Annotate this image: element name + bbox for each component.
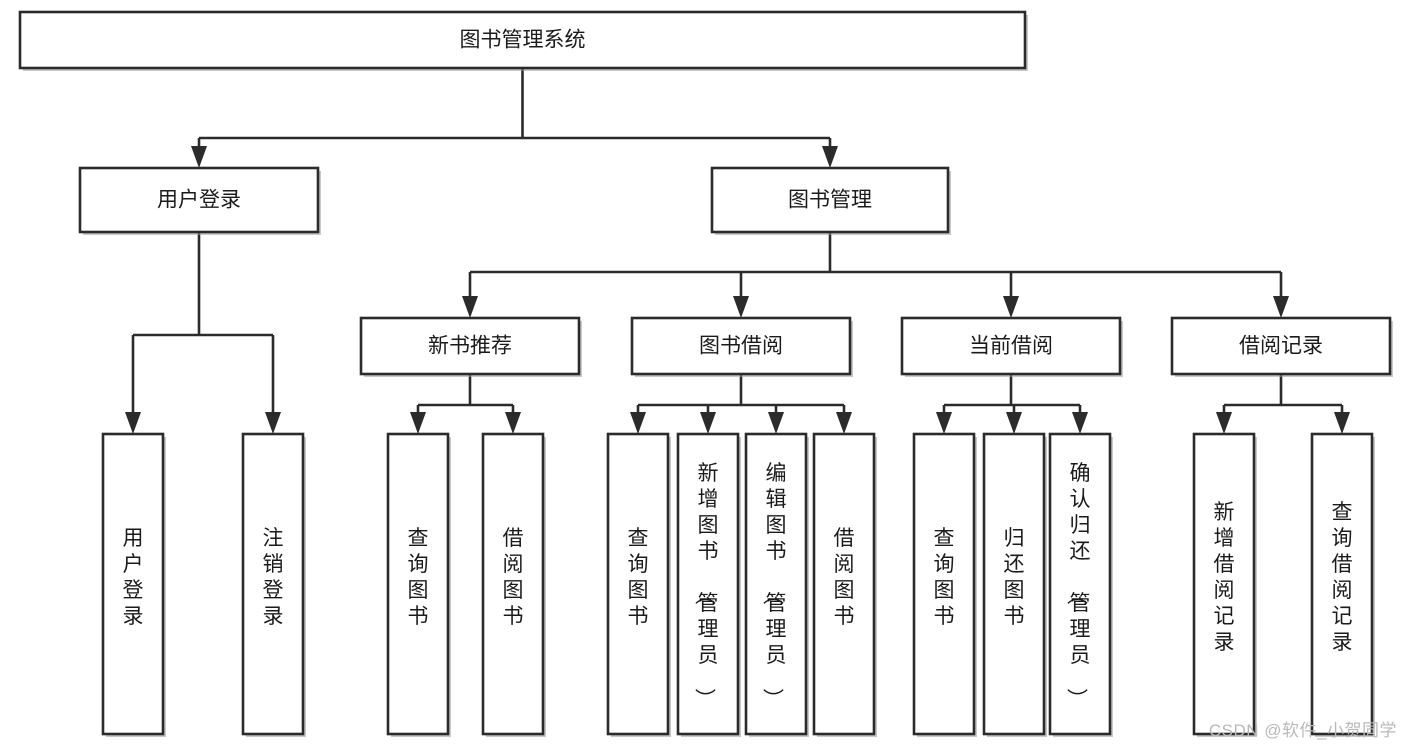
arrow-head-icon [700,412,716,434]
arrow-head-icon [1216,412,1232,434]
node-leaf-borrow-book-2[interactable]: 借阅图书 [812,432,877,737]
node-leaf-query-book-2[interactable]: 查询图书 [606,432,671,737]
node-leaf-user-login[interactable]: 用户登录 [101,432,166,737]
node-rect[interactable] [359,316,581,376]
arrow-head-icon [822,146,838,168]
arrow-head-icon [836,412,852,434]
arrow-head-icon [630,412,646,434]
node-new-book-rec[interactable]: 新书推荐 [359,316,582,377]
node-leaf-borrow-book-1[interactable]: 借阅图书 [481,432,546,737]
node-rect[interactable] [1048,432,1112,736]
node-label: 新增图书（管理员） [693,462,719,709]
node-rect[interactable] [912,432,976,736]
node-rect[interactable] [1170,316,1392,376]
arrow-head-icon [936,412,952,434]
node-label: 查询图书 [408,527,429,628]
arrow-head-icon [462,296,478,318]
node-label: 确认归还（管理员） [1065,462,1091,709]
node-current-borrow[interactable]: 当前借阅 [900,316,1123,377]
arrow-head-icon [191,146,207,168]
node-leaf-add-record[interactable]: 新增借阅记录 [1192,432,1257,737]
node-book-borrow[interactable]: 图书借阅 [630,316,853,377]
node-label: 新书推荐 [428,335,512,358]
node-label: 图书管理 [788,189,872,212]
node-book-manage[interactable]: 图书管理 [710,166,951,235]
node-label: 查询借阅记录 [1332,501,1353,654]
node-rect[interactable] [241,432,305,736]
arrow-head-icon [733,296,749,318]
node-rect[interactable] [481,432,545,736]
node-rect[interactable] [744,432,808,736]
node-leaf-query-book-1[interactable]: 查询图书 [386,432,451,737]
connector-layer [125,68,1350,434]
node-leaf-edit-book-admin[interactable]: 编辑图书（管理员） [744,432,809,737]
node-label: 查询图书 [628,527,649,628]
arrow-head-icon [505,412,521,434]
node-label: 用户登录 [157,189,241,212]
node-rect[interactable] [606,432,670,736]
node-leaf-return-book[interactable]: 归还图书 [982,432,1047,737]
watermark-text: CSDN @软件_小贺同学 [1208,721,1397,740]
node-leaf-confirm-return-admin[interactable]: 确认归还（管理员） [1048,432,1113,737]
node-root[interactable]: 图书管理系统 [18,10,1028,71]
node-label: 注销登录 [263,527,284,628]
node-rect[interactable] [101,432,165,736]
node-rect[interactable] [1192,432,1256,736]
node-rect[interactable] [900,316,1122,376]
arrow-head-icon [1273,296,1289,318]
node-rect[interactable] [710,166,950,234]
node-leaf-query-record[interactable]: 查询借阅记录 [1310,432,1375,737]
arrow-head-icon [125,412,141,434]
node-leaf-query-book-3[interactable]: 查询图书 [912,432,977,737]
node-layer: 图书管理系统用户登录图书管理用户登录注销登录新书推荐查询图书借阅图书图书借阅查询… [18,10,1393,737]
node-leaf-logout[interactable]: 注销登录 [241,432,306,737]
node-label: 用户登录 [123,527,144,628]
node-rect[interactable] [676,432,740,736]
node-label: 查询图书 [934,527,955,628]
node-borrow-record[interactable]: 借阅记录 [1170,316,1393,377]
arrow-head-icon [1334,412,1350,434]
node-label: 新增借阅记录 [1214,501,1235,654]
node-label: 归还图书 [1004,527,1025,628]
node-label: 当前借阅 [969,335,1053,358]
arrow-head-icon [410,412,426,434]
node-rect[interactable] [18,10,1027,70]
node-leaf-add-book-admin[interactable]: 新增图书（管理员） [676,432,741,737]
arrow-head-icon [768,412,784,434]
node-label: 借阅图书 [503,527,524,628]
node-rect[interactable] [812,432,876,736]
node-label: 图书管理系统 [460,29,586,52]
arrow-head-icon [1006,412,1022,434]
arrow-head-icon [265,412,281,434]
node-label: 借阅记录 [1239,335,1323,358]
node-label: 图书借阅 [699,335,783,358]
node-rect[interactable] [386,432,450,736]
node-label: 借阅图书 [834,527,855,628]
node-rect[interactable] [630,316,852,376]
node-rect[interactable] [1310,432,1374,736]
arrow-head-icon [1072,412,1088,434]
node-user-login[interactable]: 用户登录 [78,166,321,235]
node-label: 编辑图书（管理员） [761,462,787,709]
node-rect[interactable] [78,166,320,234]
node-rect[interactable] [982,432,1046,736]
arrow-head-icon [1003,296,1019,318]
